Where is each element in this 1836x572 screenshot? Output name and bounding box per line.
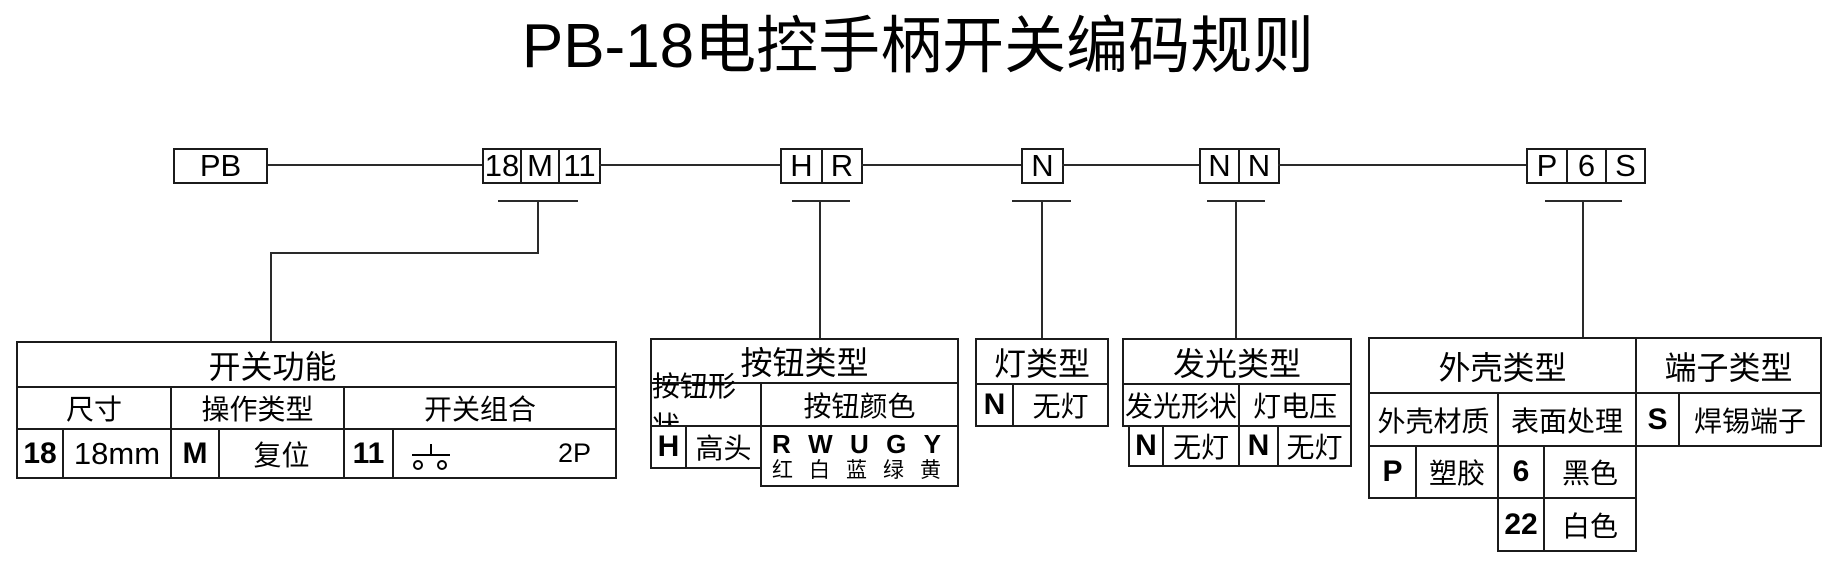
button-color-options-cell: R W U G Y 红 白 蓝 绿 黄 bbox=[760, 425, 959, 487]
tbar-line bbox=[792, 200, 850, 202]
code-box-glow-voltage: N bbox=[1238, 148, 1280, 184]
terminal-value: 焊锡端子 bbox=[1678, 392, 1822, 447]
col-header-combination: 开关组合 bbox=[343, 386, 617, 430]
code-box-shell-material: P bbox=[1526, 148, 1568, 184]
switch-function-title: 开关功能 bbox=[208, 348, 337, 385]
lamp-value: 无灯 bbox=[1012, 383, 1109, 427]
connector-line bbox=[861, 164, 1021, 166]
connector-line bbox=[268, 164, 482, 166]
col-header-surface: 表面处理 bbox=[1497, 392, 1637, 447]
code-box-glow-shape: N bbox=[1199, 148, 1240, 184]
code-box-size: 18 bbox=[482, 148, 522, 184]
combination-code: 11 bbox=[343, 428, 394, 479]
code-box-surface: 6 bbox=[1566, 148, 1607, 184]
surface-option-code: 6 bbox=[1497, 445, 1545, 499]
lamp-code: N bbox=[975, 383, 1014, 427]
combination-value: 2P bbox=[557, 438, 591, 468]
glow-shape-code: N bbox=[1128, 425, 1164, 467]
elbow-line bbox=[270, 252, 539, 254]
stem-line bbox=[819, 200, 821, 340]
shell-type-header: 外壳类型 bbox=[1368, 337, 1637, 394]
surface-option-value: 黑色 bbox=[1543, 445, 1637, 499]
stem-line bbox=[1041, 200, 1043, 340]
lamp-voltage-value: 无灯 bbox=[1277, 425, 1352, 467]
combination-value-cell: 2P bbox=[392, 428, 617, 479]
code-box-operation: M bbox=[520, 148, 560, 184]
stem-line bbox=[1235, 200, 1237, 340]
glow-type-header: 发光类型 bbox=[1122, 338, 1352, 385]
shell-material-code: P bbox=[1368, 445, 1417, 499]
connector-line bbox=[1062, 164, 1199, 166]
code-box-button-shape: H bbox=[780, 148, 823, 184]
col-header-lamp-voltage: 灯电压 bbox=[1238, 383, 1352, 427]
shell-material-value: 塑胶 bbox=[1415, 445, 1499, 499]
surface-option-value: 白色 bbox=[1543, 497, 1637, 552]
col-header-glow-shape: 发光形状 bbox=[1122, 383, 1240, 427]
switch-function-header: 开关功能 bbox=[16, 341, 617, 388]
operation-code: M bbox=[170, 428, 220, 479]
col-header-size: 尺寸 bbox=[16, 386, 172, 430]
page-title: PB-18电控手柄开关编码规则 bbox=[521, 12, 1315, 81]
stem-line bbox=[537, 200, 539, 254]
stem-line bbox=[1582, 200, 1584, 339]
glow-shape-value: 无灯 bbox=[1162, 425, 1240, 467]
col-header-operation: 操作类型 bbox=[170, 386, 345, 430]
operation-value: 复位 bbox=[218, 428, 345, 479]
size-code: 18 bbox=[16, 428, 64, 479]
terminal-code: S bbox=[1635, 392, 1680, 447]
momentary-no-contact-icon bbox=[408, 442, 454, 472]
connector-line bbox=[1278, 164, 1526, 166]
button-shape-code: H bbox=[650, 425, 687, 469]
code-box-lamp: N bbox=[1021, 148, 1064, 184]
button-color-names: 红 白 蓝 绿 黄 bbox=[772, 457, 941, 482]
surface-option-code: 22 bbox=[1497, 497, 1545, 552]
button-shape-value: 高头 bbox=[685, 425, 762, 469]
code-box-button-color: R bbox=[821, 148, 863, 184]
col-header-shell-material: 外壳材质 bbox=[1368, 392, 1499, 447]
lamp-type-header: 灯类型 bbox=[975, 338, 1109, 385]
code-box-terminal: S bbox=[1605, 148, 1646, 184]
size-value: 18mm bbox=[62, 428, 172, 479]
code-box-combination: 11 bbox=[558, 148, 601, 184]
terminal-type-header: 端子类型 bbox=[1635, 337, 1822, 394]
code-box-prefix: PB bbox=[173, 148, 268, 184]
lamp-voltage-code: N bbox=[1238, 425, 1279, 467]
button-color-codes: R W U G Y bbox=[772, 428, 941, 459]
col-header-button-color: 按钮颜色 bbox=[760, 382, 959, 427]
elbow-line bbox=[270, 252, 272, 343]
connector-line bbox=[599, 164, 780, 166]
button-type-header: 按钮类型 bbox=[650, 338, 959, 384]
col-header-button-shape: 按钮形状 bbox=[650, 372, 762, 443]
